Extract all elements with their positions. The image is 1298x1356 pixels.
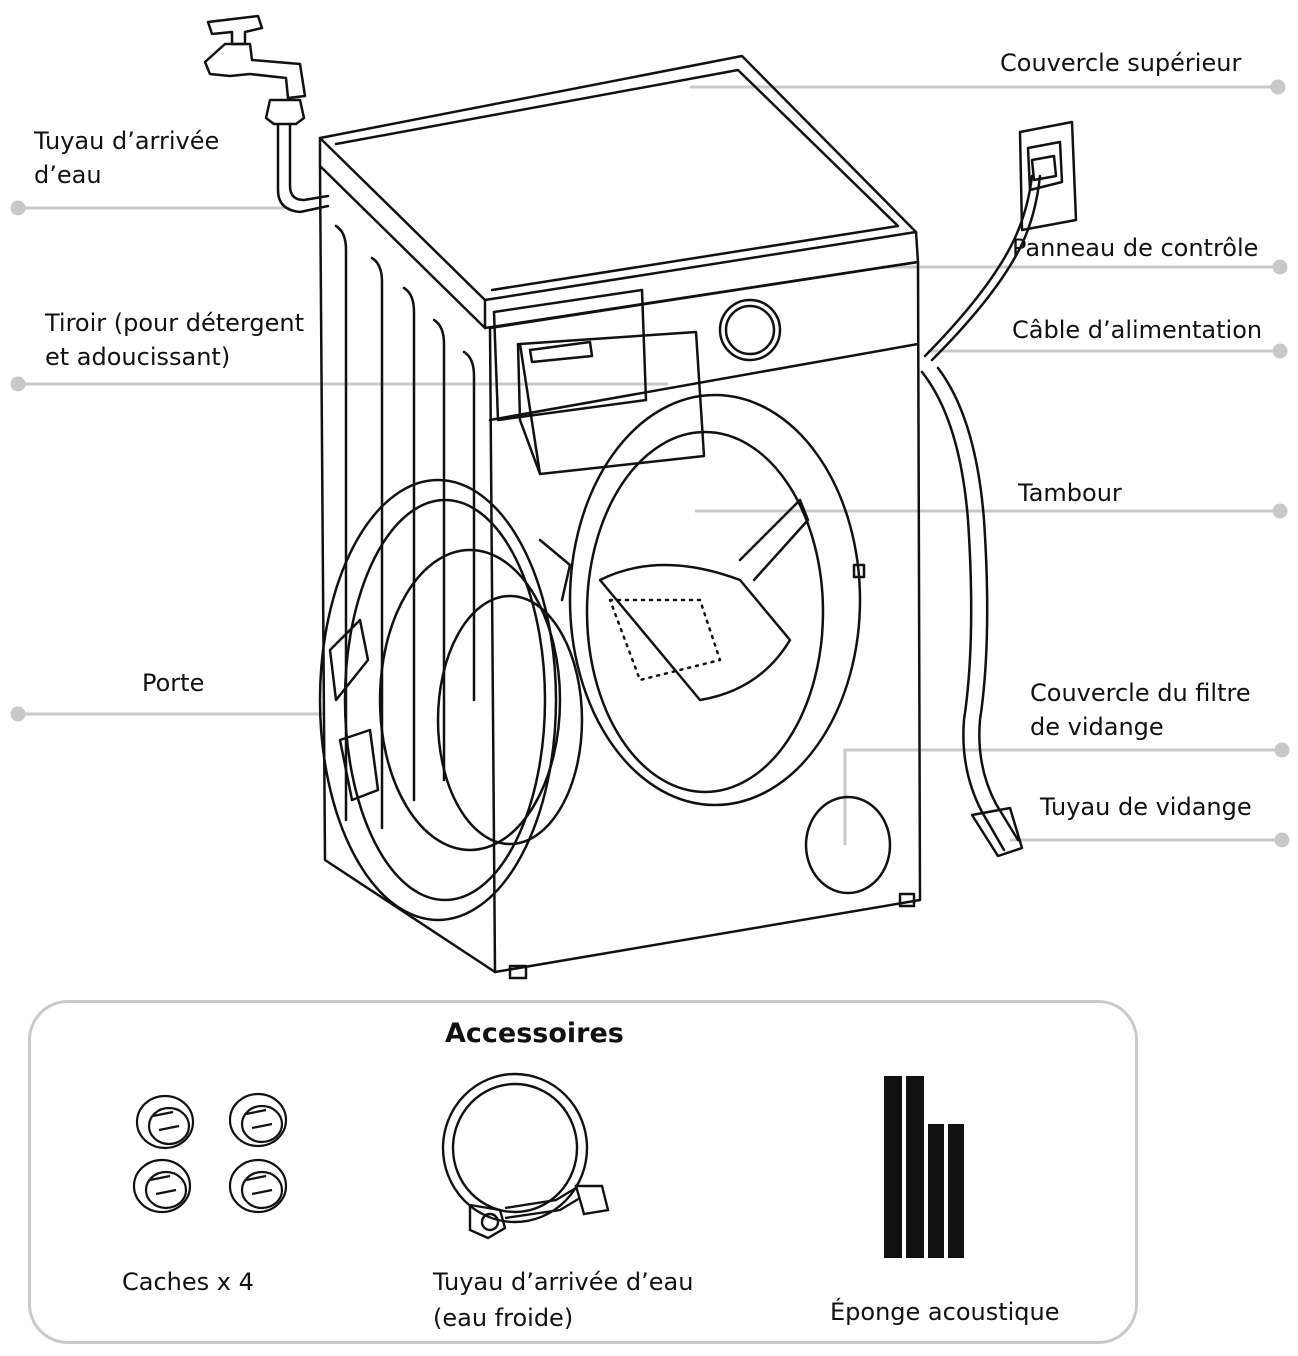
leader-lines [10, 79, 1290, 848]
acoustic-sponge-icon [884, 1076, 964, 1258]
label-top-cover: Couvercle supérieur [1000, 49, 1242, 77]
accessory-caps-label: Caches x 4 [122, 1268, 254, 1296]
label-door: Porte [142, 669, 205, 697]
label-drawer: Tiroir (pour détergent et adoucissant) [45, 309, 305, 371]
accessories-box [28, 1000, 1138, 1344]
drain-hose-icon [920, 366, 1024, 858]
water-tap-icon [203, 14, 330, 214]
label-drum: Tambour [1018, 479, 1122, 507]
filter-cover [804, 795, 892, 895]
label-power-cable: Câble d’alimentation [1012, 316, 1263, 344]
label-control-panel: Panneau de contrôle [1012, 234, 1259, 262]
front-panel [488, 260, 922, 974]
accessory-inlet-hose-label: Tuyau d’arrivée d’eau (eau froide) [433, 1268, 694, 1332]
label-inlet-hose: Tuyau d’arrivée d’eau [34, 127, 220, 189]
door [318, 478, 584, 922]
side-panel [318, 164, 497, 974]
wall-socket-icon [923, 120, 1078, 362]
accessories-title: Accessoires [445, 1018, 624, 1049]
inlet-hose-accessory-icon [441, 1072, 610, 1240]
caps-icon [132, 1092, 288, 1214]
leader-filter-cover [843, 748, 1282, 845]
washing-machine [203, 14, 1078, 980]
control-knob [718, 298, 782, 362]
drum [568, 393, 866, 807]
accessory-sponge-label: Éponge acoustique [830, 1298, 1060, 1326]
label-drain-hose: Tuyau de vidange [1040, 793, 1252, 821]
label-filter-cover: Couvercle du filtre de vidange [1030, 679, 1251, 741]
detergent-drawer [492, 288, 706, 476]
